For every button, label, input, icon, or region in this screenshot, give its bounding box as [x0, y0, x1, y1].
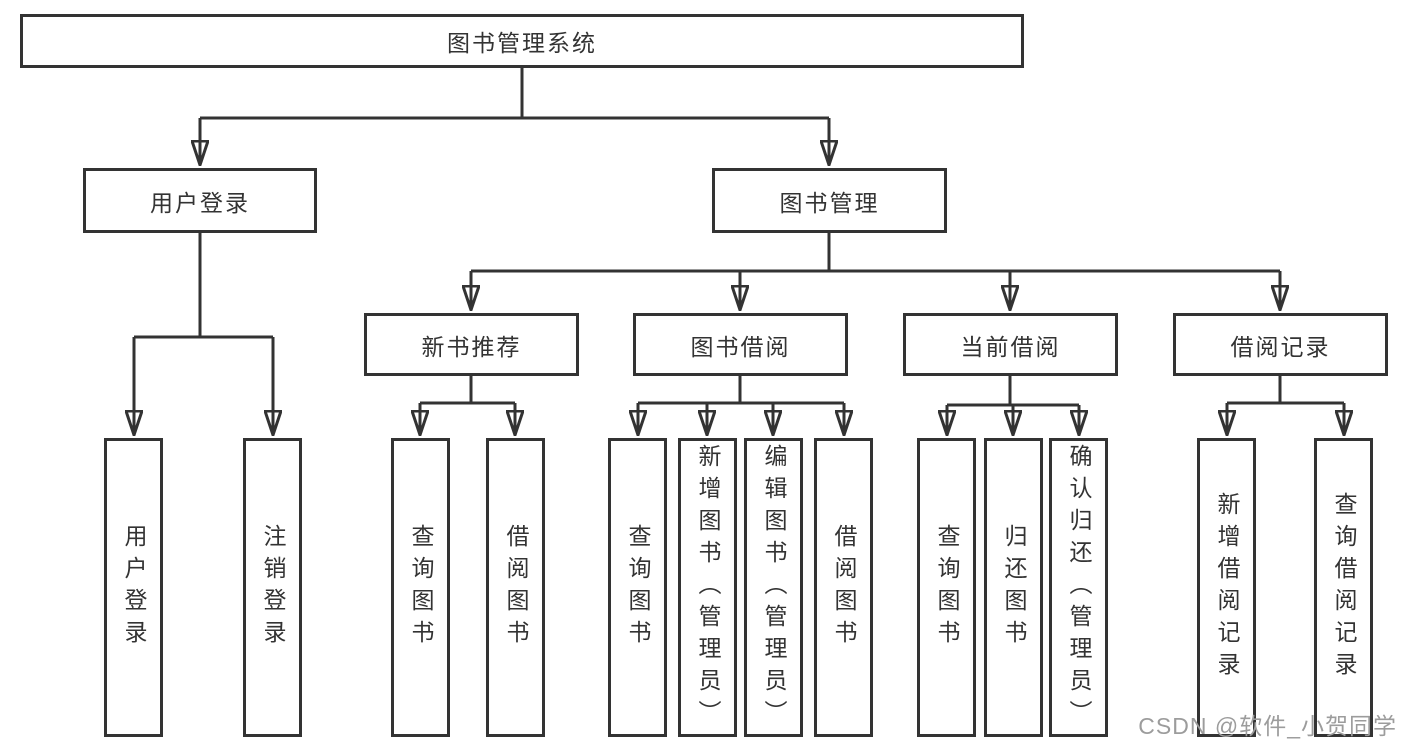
connector-borrow-records-to-leaves — [1227, 376, 1344, 434]
leaf-logout-label: 注销登录 — [260, 523, 286, 652]
leaf-rec-borrow-books: 借阅图书 — [486, 438, 545, 737]
connector-root-to-level2 — [200, 68, 829, 164]
leaf-cb-confirm-return-admin: 确认归还（管理员） — [1049, 438, 1108, 737]
node-borrow-records-label: 借阅记录 — [1230, 333, 1331, 360]
connector-current-borrow-to-leaves — [947, 376, 1079, 434]
node-current-borrow-label: 当前借阅 — [960, 333, 1061, 360]
leaf-user-login: 用户登录 — [104, 438, 163, 737]
node-user-login-label: 用户登录 — [150, 189, 250, 216]
node-new-book-rec: 新书推荐 — [364, 313, 579, 376]
leaf-br-query-record-label: 查询借阅记录 — [1331, 491, 1357, 684]
connector-book-borrow-to-leaves — [638, 376, 844, 434]
leaf-user-login-label: 用户登录 — [121, 523, 147, 652]
leaf-bb-query-books: 查询图书 — [608, 438, 667, 737]
leaf-bb-borrow-books-label: 借阅图书 — [831, 523, 857, 652]
leaf-bb-edit-books-admin-label: 编辑图书（管理员） — [761, 443, 787, 732]
leaf-cb-query-books-label: 查询图书 — [934, 523, 960, 652]
node-borrow-records: 借阅记录 — [1173, 313, 1388, 376]
node-book-borrow-label: 图书借阅 — [690, 333, 791, 360]
node-book-mgmt: 图书管理 — [712, 168, 947, 233]
node-user-login: 用户登录 — [83, 168, 317, 233]
leaf-br-query-record: 查询借阅记录 — [1314, 438, 1373, 737]
leaf-cb-query-books: 查询图书 — [917, 438, 976, 737]
leaf-br-add-record: 新增借阅记录 — [1197, 438, 1256, 737]
node-current-borrow: 当前借阅 — [903, 313, 1118, 376]
leaf-cb-return-books-label: 归还图书 — [1001, 523, 1027, 652]
connector-book-mgmt-to-level3 — [471, 233, 1280, 309]
leaf-br-add-record-label: 新增借阅记录 — [1214, 491, 1240, 684]
csdn-watermark: CSDN @软件_小贺同学 — [1138, 713, 1397, 739]
leaf-bb-add-books-admin-label: 新增图书（管理员） — [695, 443, 721, 732]
leaf-rec-query-books-label: 查询图书 — [408, 523, 434, 652]
connector-user-login-to-leaves — [134, 233, 273, 434]
leaf-bb-query-books-label: 查询图书 — [625, 523, 651, 652]
leaf-bb-add-books-admin: 新增图书（管理员） — [678, 438, 737, 737]
node-new-book-rec-label: 新书推荐 — [421, 333, 522, 360]
node-root-label: 图书管理系统 — [447, 30, 597, 56]
leaf-cb-return-books: 归还图书 — [984, 438, 1043, 737]
node-book-borrow: 图书借阅 — [633, 313, 848, 376]
leaf-logout: 注销登录 — [243, 438, 302, 737]
leaf-cb-confirm-return-admin-label: 确认归还（管理员） — [1066, 443, 1092, 732]
leaf-bb-edit-books-admin: 编辑图书（管理员） — [744, 438, 803, 737]
leaf-rec-query-books: 查询图书 — [391, 438, 450, 737]
leaf-rec-borrow-books-label: 借阅图书 — [503, 523, 529, 652]
connector-new-book-rec-to-leaves — [420, 376, 515, 434]
node-root: 图书管理系统 — [20, 14, 1024, 68]
node-book-mgmt-label: 图书管理 — [779, 189, 880, 216]
leaf-bb-borrow-books: 借阅图书 — [814, 438, 873, 737]
